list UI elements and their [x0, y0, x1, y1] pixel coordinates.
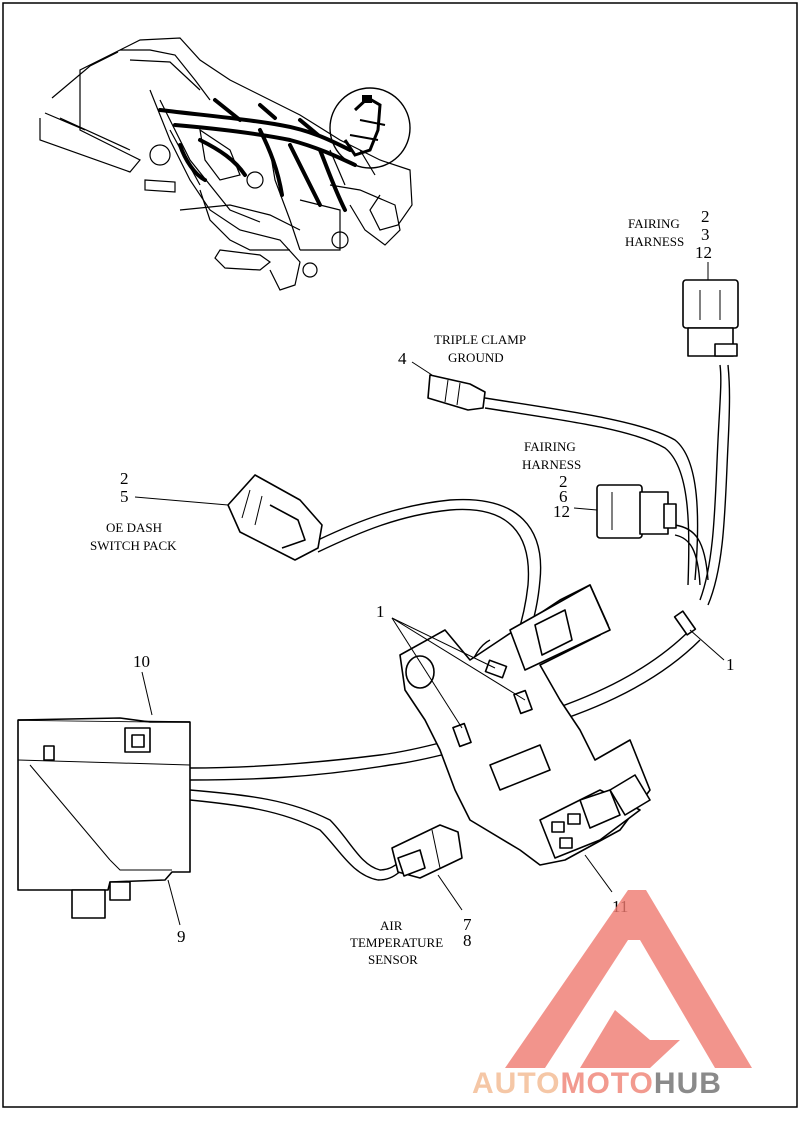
frame-harness-bundle — [158, 98, 357, 212]
air-temp-num-1: 7 — [463, 915, 472, 934]
oe-dash-text-1: OE DASH — [106, 520, 162, 535]
callout-clip-group: 1 — [376, 602, 385, 621]
triple-clamp-ground-connector — [427, 374, 486, 411]
triple-clamp-ground-text-1: TRIPLE CLAMP — [434, 332, 526, 347]
watermark-text: AUTOMOTOHUB — [472, 1067, 722, 1100]
air-temp-text-1: AIR — [380, 918, 403, 933]
fairing-harness-top-num-2: 3 — [701, 225, 710, 244]
fairing-harness-mid-num-3: 12 — [553, 502, 570, 521]
frame-detail-circle — [329, 87, 411, 169]
label-fairing-harness-mid: FAIRING HARNESS 2 6 12 — [522, 439, 581, 521]
oe-dash-num-2: 5 — [120, 487, 129, 506]
label-triple-clamp-ground: TRIPLE CLAMP GROUND 4 — [398, 332, 526, 368]
oe-dash-text-2: SWITCH PACK — [90, 538, 177, 553]
fairing-harness-top-num-3: 12 — [695, 243, 712, 262]
triple-clamp-ground-num: 4 — [398, 349, 407, 368]
fairing-harness-mid-num-2: 6 — [559, 487, 568, 506]
label-air-temperature-sensor: AIR TEMPERATURE SENSOR 7 8 — [350, 915, 472, 967]
watermark-triangle — [505, 890, 752, 1068]
oe-dash-num-1: 2 — [120, 469, 129, 488]
mounting-bracket — [399, 584, 697, 866]
oe-dash-switch-pack-connector — [227, 474, 323, 561]
fairing-harness-mid-text-2: HARNESS — [522, 457, 581, 472]
svg-text:HARNESS: HARNESS — [625, 234, 684, 249]
svg-text:FAIRING: FAIRING — [628, 216, 680, 231]
air-temp-text-2: TEMPERATURE — [350, 935, 443, 950]
harness-wires — [189, 364, 731, 881]
watermark-text-moto: MOTO — [560, 1067, 653, 1100]
label-oe-dash-switch-pack: 2 5 OE DASH SWITCH PACK — [90, 469, 177, 553]
callout-item-9: 9 — [177, 927, 186, 946]
label-fairing-harness-top: FAIRING HARNESS 2 3 12 — [625, 207, 712, 262]
fairing-harness-top-connector — [682, 279, 739, 357]
fairing-harness-top-text-2: HARNESS — [625, 234, 684, 249]
diagram-border — [2, 2, 798, 1108]
air-temperature-sensor-connector — [391, 824, 463, 879]
callout-clip-right: 1 — [726, 655, 735, 674]
watermark-inner — [580, 1010, 680, 1068]
triple-clamp-ground-text-2: GROUND — [448, 350, 504, 365]
watermark-logo — [505, 890, 752, 1068]
air-temp-num-2: 8 — [463, 931, 472, 950]
watermark-text-hub: HUB — [654, 1067, 722, 1100]
fairing-harness-top-num-1: 2 — [701, 207, 710, 226]
leader-lines — [134, 262, 725, 926]
fairing-harness-mid-connector — [596, 484, 677, 539]
callout-item-10: 10 — [133, 652, 150, 671]
fairing-harness-mid-num-1: 2 — [559, 472, 568, 491]
fairing-harness-top-text-1: FAIRING — [628, 216, 680, 231]
air-temp-text-3: SENSOR — [368, 952, 418, 967]
dash-panel — [17, 717, 191, 919]
fairing-harness-mid-text-1: FAIRING — [524, 439, 576, 454]
watermark-text-auto: AUTO — [472, 1067, 560, 1100]
